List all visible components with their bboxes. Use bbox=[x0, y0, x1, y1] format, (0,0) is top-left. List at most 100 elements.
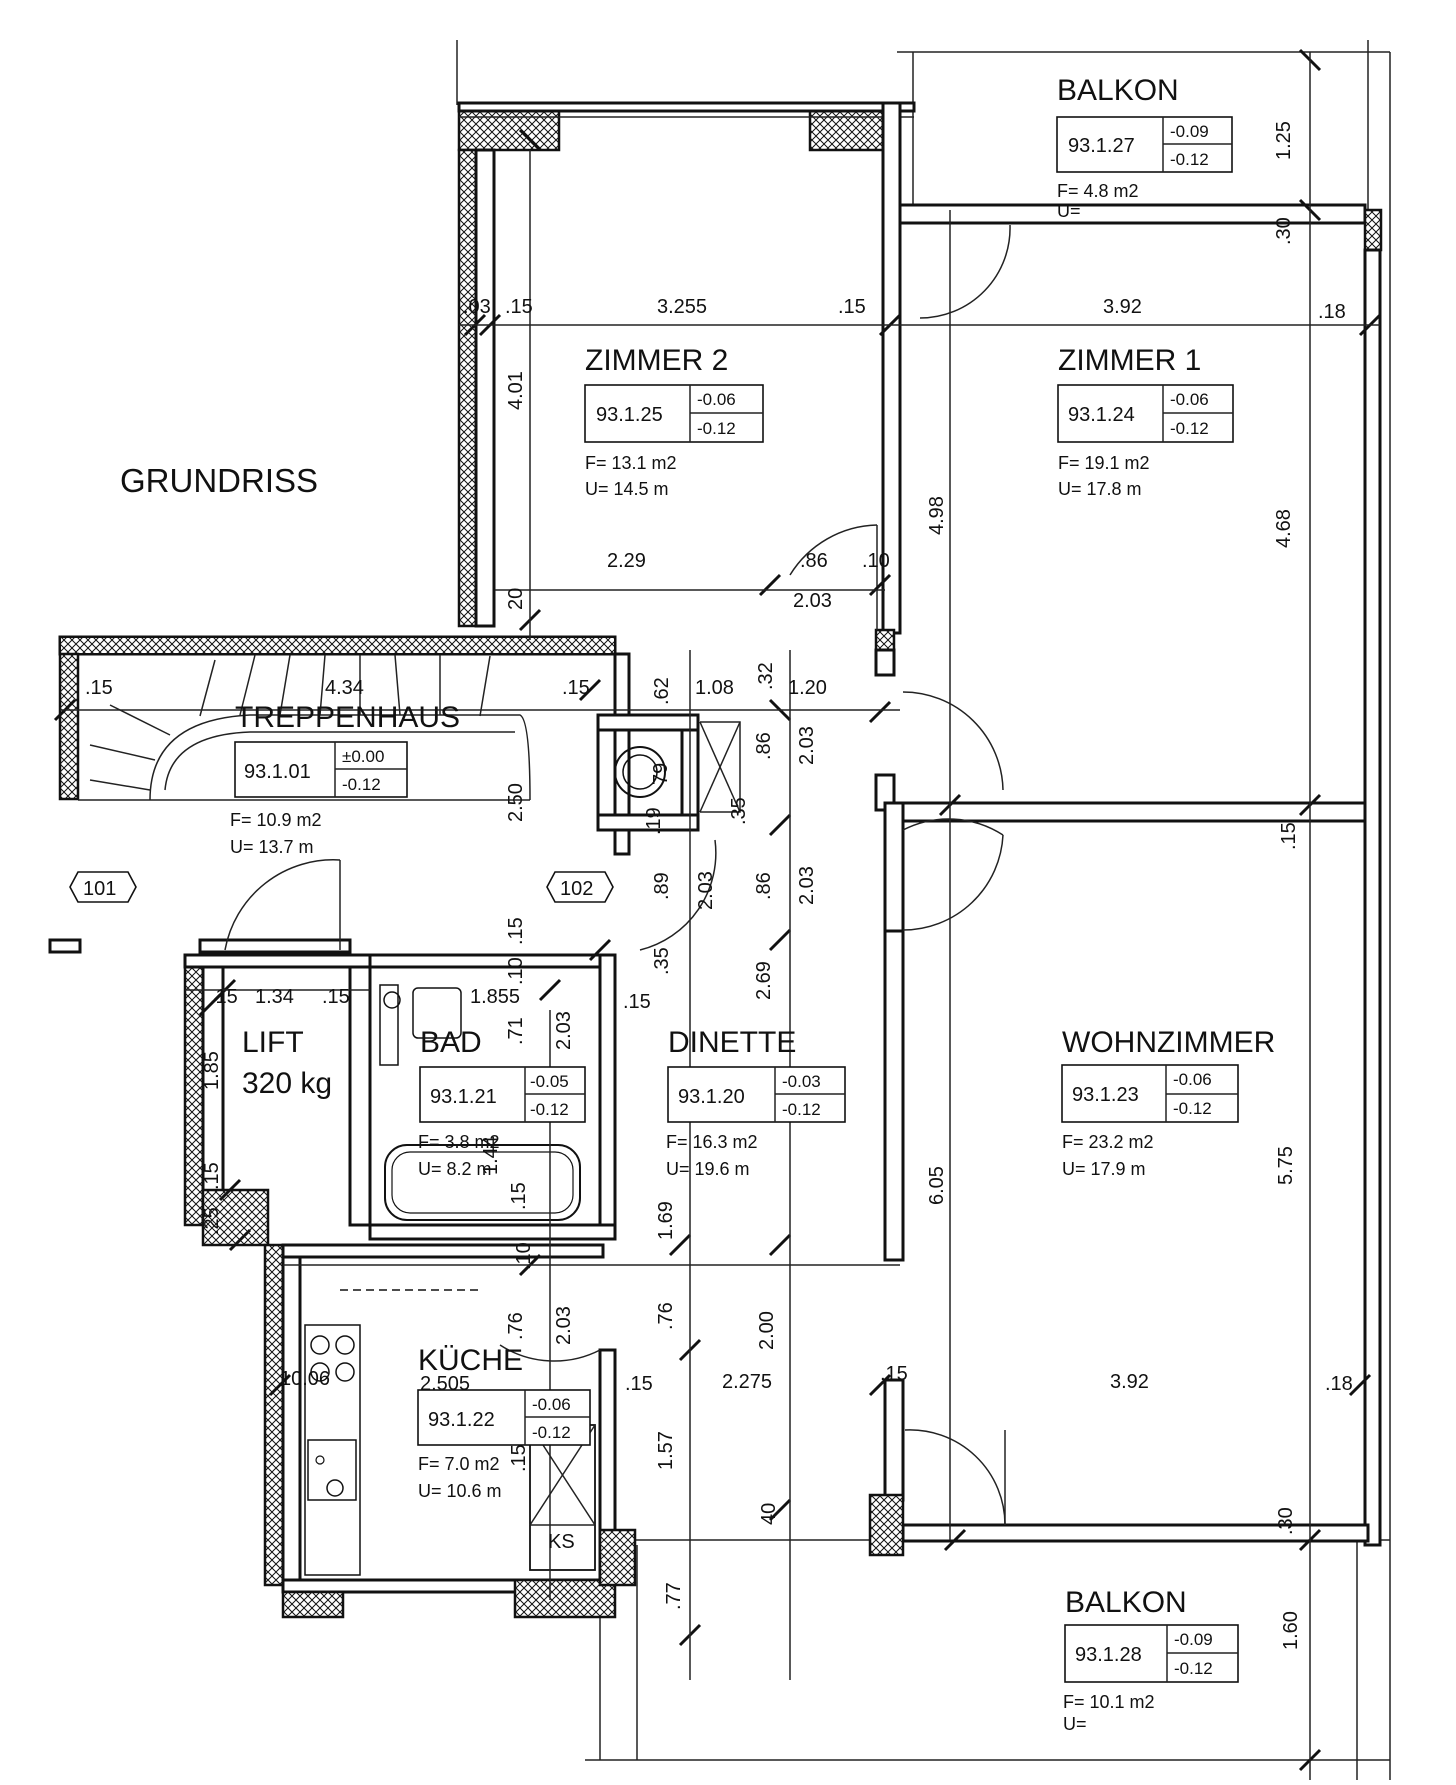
room-zimmer-2: ZIMMER 2 93.1.25 -0.06 -0.12 F= 13.1 m2 … bbox=[584, 344, 764, 499]
room-area: F= 13.1 m2 bbox=[585, 453, 677, 473]
svg-text:.62: .62 bbox=[651, 677, 673, 705]
svg-text:.15: .15 bbox=[562, 677, 590, 699]
room-name: BALKON bbox=[1057, 74, 1179, 107]
room-perimeter: U= 17.8 m bbox=[1058, 479, 1142, 499]
room-perimeter: U= 14.5 m bbox=[585, 479, 669, 499]
walls bbox=[48, 40, 1391, 1780]
room-area: F= 16.3 m2 bbox=[666, 1132, 758, 1152]
svg-text:.30: .30 bbox=[1275, 1507, 1297, 1535]
svg-text:1.855: 1.855 bbox=[470, 986, 520, 1008]
room-code: 93.1.23 bbox=[1072, 1084, 1139, 1106]
room-wohnzimmer: WOHNZIMMER 93.1.23 -0.06 -0.12 F= 23.2 m… bbox=[1061, 1026, 1275, 1179]
svg-text:.15: .15 bbox=[508, 1182, 530, 1210]
room-code: 93.1.28 bbox=[1075, 1644, 1142, 1666]
svg-text:.18: .18 bbox=[1325, 1373, 1353, 1395]
svg-text:4.98: 4.98 bbox=[926, 496, 948, 535]
doors bbox=[224, 224, 1011, 1526]
svg-text:2.03: 2.03 bbox=[695, 871, 717, 910]
svg-text:101: 101 bbox=[83, 878, 116, 900]
svg-text:2.275: 2.275 bbox=[722, 1371, 772, 1393]
svg-text:1.08: 1.08 bbox=[695, 677, 734, 699]
room-balkon-bottom: BALKON 93.1.28 -0.09 -0.12 F= 10.1 m2 U= bbox=[1063, 1586, 1239, 1734]
svg-text:2.50: 2.50 bbox=[505, 783, 527, 822]
dimension-labels: 3.255 .03 .15 .15 3.92 .18 2.29 .86 .10 … bbox=[85, 121, 1353, 1650]
room-code: 93.1.27 bbox=[1068, 135, 1135, 157]
room-area: F= 23.2 m2 bbox=[1062, 1132, 1154, 1152]
level-bottom: -0.12 bbox=[1170, 150, 1209, 169]
svg-text:2.03: 2.03 bbox=[796, 726, 818, 765]
svg-text:4.68: 4.68 bbox=[1273, 509, 1295, 548]
svg-text:.15: .15 bbox=[201, 1162, 223, 1190]
door-tag-102: 102 bbox=[546, 871, 614, 903]
fridge-label: KS bbox=[548, 1531, 575, 1553]
svg-text:40: 40 bbox=[758, 1503, 780, 1525]
level-bottom: -0.12 bbox=[782, 1100, 821, 1119]
svg-text:.76: .76 bbox=[655, 1302, 677, 1330]
room-perimeter: U= 10.6 m bbox=[418, 1481, 502, 1501]
level-top: ±0.00 bbox=[342, 747, 384, 766]
room-bad: BAD 93.1.21 -0.05 -0.12 F= 3.8 m2 U= 8.2… bbox=[418, 1026, 586, 1179]
svg-text:.15: .15 bbox=[505, 917, 527, 945]
room-zimmer-1: ZIMMER 1 93.1.24 -0.06 -0.12 F= 19.1 m2 … bbox=[1057, 344, 1234, 499]
svg-text:.71: .71 bbox=[505, 1017, 527, 1045]
svg-text:.10: .10 bbox=[513, 1242, 535, 1270]
svg-text:.19: .19 bbox=[643, 807, 665, 835]
svg-text:3.92: 3.92 bbox=[1110, 1371, 1149, 1393]
svg-text:1.20: 1.20 bbox=[788, 677, 827, 699]
room-area: F= 4.8 m2 bbox=[1057, 181, 1139, 201]
room-code: 93.1.24 bbox=[1068, 404, 1135, 426]
level-top: -0.06 bbox=[1170, 390, 1209, 409]
room-lift: LIFT 320 kg bbox=[242, 1026, 332, 1100]
room-code: 93.1.20 bbox=[678, 1086, 745, 1108]
room-perimeter: U= 13.7 m bbox=[230, 837, 314, 857]
svg-text:102: 102 bbox=[560, 878, 593, 900]
room-name: LIFT bbox=[242, 1026, 304, 1059]
room-balkon-top: BALKON 93.1.27 -0.09 -0.12 F= 4.8 m2 U= bbox=[1056, 74, 1233, 221]
svg-text:10.06: 10.06 bbox=[280, 1368, 330, 1390]
svg-text:.03: .03 bbox=[463, 296, 491, 318]
svg-text:.15: .15 bbox=[623, 991, 651, 1013]
svg-text:.86: .86 bbox=[753, 872, 775, 900]
room-name: ZIMMER 1 bbox=[1058, 344, 1201, 377]
plan-title: GRUNDRISS bbox=[120, 462, 318, 499]
svg-text:3.255: 3.255 bbox=[657, 296, 707, 318]
level-top: -0.05 bbox=[530, 1072, 569, 1091]
svg-text:2.03: 2.03 bbox=[793, 590, 832, 612]
level-bottom: -0.12 bbox=[342, 775, 381, 794]
svg-text:.15: .15 bbox=[322, 986, 350, 1008]
svg-text:.86: .86 bbox=[753, 732, 775, 760]
room-code: 93.1.22 bbox=[428, 1409, 495, 1431]
room-area: F= 3.8 m2 bbox=[418, 1132, 500, 1152]
room-perimeter: U= 17.9 m bbox=[1062, 1159, 1146, 1179]
svg-text:4.01: 4.01 bbox=[505, 371, 527, 410]
level-top: -0.09 bbox=[1174, 1630, 1213, 1649]
room-name: DINETTE bbox=[668, 1026, 796, 1059]
level-bottom: -0.12 bbox=[1170, 419, 1209, 438]
room-treppenhaus: TREPPENHAUS 93.1.01 ±0.00 -0.12 F= 10.9 … bbox=[230, 701, 460, 857]
level-bottom: -0.12 bbox=[1174, 1659, 1213, 1678]
room-dinette: DINETTE 93.1.20 -0.03 -0.12 F= 16.3 m2 U… bbox=[666, 1026, 846, 1179]
svg-text:.15: .15 bbox=[505, 296, 533, 318]
svg-text:.35: .35 bbox=[651, 947, 673, 975]
svg-text:1.85: 1.85 bbox=[201, 1051, 223, 1090]
room-name: ZIMMER 2 bbox=[585, 344, 728, 377]
room-perimeter: U= bbox=[1063, 1714, 1087, 1734]
svg-text:79: 79 bbox=[650, 763, 672, 785]
door-tag-101: 101 bbox=[69, 871, 137, 903]
svg-text:1.57: 1.57 bbox=[655, 1431, 677, 1470]
svg-text:2.03: 2.03 bbox=[553, 1306, 575, 1345]
room-area: F= 10.1 m2 bbox=[1063, 1692, 1155, 1712]
room-kueche: KÜCHE 93.1.22 -0.06 -0.12 F= 7.0 m2 U= 1… bbox=[417, 1344, 591, 1553]
svg-text:2.03: 2.03 bbox=[796, 866, 818, 905]
svg-text:1.25: 1.25 bbox=[1273, 121, 1295, 160]
svg-text:.77: .77 bbox=[663, 1582, 685, 1610]
room-area: F= 19.1 m2 bbox=[1058, 453, 1150, 473]
level-bottom: -0.12 bbox=[532, 1423, 571, 1442]
svg-text:1.34: 1.34 bbox=[255, 986, 294, 1008]
room-perimeter: U= bbox=[1057, 201, 1081, 221]
room-code: 93.1.01 bbox=[244, 761, 311, 783]
svg-text:.35: .35 bbox=[728, 797, 750, 825]
room-name: WOHNZIMMER bbox=[1062, 1026, 1275, 1059]
svg-text:.18: .18 bbox=[1318, 301, 1346, 323]
svg-text:2.69: 2.69 bbox=[753, 961, 775, 1000]
